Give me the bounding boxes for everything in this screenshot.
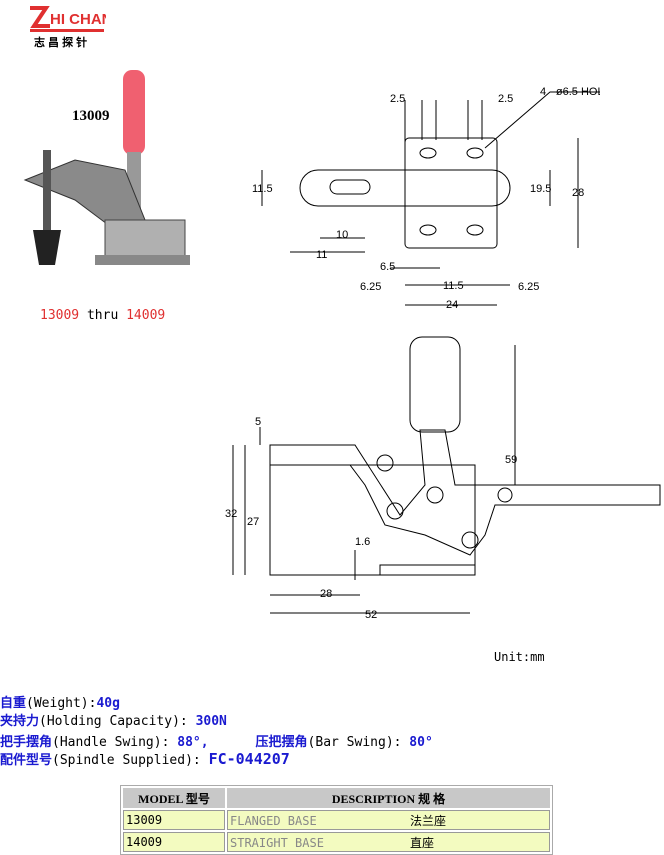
- dim-h1: 11.5: [252, 183, 273, 195]
- header-description: DESCRIPTION 规 格: [227, 788, 550, 808]
- dim-w3: 6.5: [380, 261, 395, 273]
- range-to: 14009: [126, 308, 166, 323]
- spec-value: 88°,: [177, 735, 209, 750]
- dim-28: 28: [320, 588, 332, 600]
- company-logo: HI CHANG 志 昌 探 针: [28, 4, 124, 50]
- dim-w4: 6.25: [360, 281, 381, 293]
- dim-27: 27: [247, 516, 259, 528]
- dim-a: 2.5: [390, 93, 405, 105]
- cell-model: 13009: [123, 810, 225, 830]
- svg-text:HI CHANG: HI CHANG: [50, 11, 106, 28]
- dim-b: 2.5: [498, 93, 513, 105]
- spec-label-cn: 自重: [0, 696, 27, 711]
- dim-52: 52: [365, 609, 377, 621]
- spec-label-cn: 配件型号: [0, 753, 53, 768]
- cell-model: 14009: [123, 832, 225, 852]
- spec-value: 40g: [96, 696, 120, 711]
- dim-holes: 4 - ø6.5 HOLES: [540, 86, 600, 98]
- unit-label: Unit:mm: [494, 650, 545, 664]
- desc-en: STRAIGHT BASE: [230, 835, 324, 850]
- dim-w1: 10: [336, 229, 348, 241]
- range-from: 13009: [40, 308, 80, 323]
- desc-cn: 法兰座: [410, 813, 447, 828]
- product-photo: [15, 70, 195, 285]
- dim-w5: 11.5: [443, 280, 464, 292]
- spec-spindle: 配件型号(Spindle Supplied): FC-044207: [0, 749, 290, 768]
- range-word: thru: [86, 308, 119, 323]
- spec-weight: 自重(Weight):40g: [0, 692, 120, 711]
- cell-description: FLANGED BASE 法兰座: [227, 810, 550, 830]
- spec-swing: 把手摆角(Handle Swing): 88°, 压把摆角(Bar Swing)…: [0, 731, 433, 750]
- dim-h2: 19.5: [530, 183, 551, 195]
- spec-label-en: (Holding Capacity):: [39, 714, 196, 729]
- product-number: 13009: [72, 108, 110, 124]
- desc-en: FLANGED BASE: [230, 813, 317, 828]
- spec-holding-capacity: 夹持力(Holding Capacity): 300N: [0, 710, 227, 729]
- spec-label-en: (Bar Swing):: [307, 735, 410, 750]
- spec-label-cn: 夹持力: [0, 714, 40, 729]
- top-view-drawing: 2.5 2.5 4 - ø6.5 HOLES 11.5 19.5 28 10 1…: [252, 86, 600, 310]
- dim-w2: 11: [316, 249, 327, 261]
- spec-label-cn: 压把摆角: [255, 735, 308, 750]
- table-row: 14009 STRAIGHT BASE 直座: [123, 832, 550, 852]
- dim-59: 59: [505, 454, 517, 466]
- dim-5: 5: [255, 416, 261, 428]
- dim-h3: 28: [572, 187, 584, 199]
- cell-description: STRAIGHT BASE 直座: [227, 832, 550, 852]
- dim-w6: 6.25: [518, 281, 539, 293]
- side-view-drawing: 5 59 32 27 1.6 28 52: [225, 336, 661, 621]
- spec-value: 80°: [409, 735, 433, 750]
- svg-text:志 昌 探 针: 志 昌 探 针: [34, 35, 87, 49]
- spec-label-en: (Weight):: [26, 696, 97, 711]
- desc-cn: 直座: [410, 835, 435, 850]
- dim-32: 32: [225, 508, 237, 520]
- table-row: 13009 FLANGED BASE 法兰座: [123, 810, 550, 830]
- spec-label-cn: 把手摆角: [0, 735, 53, 750]
- spec-value: FC-044207: [208, 750, 290, 768]
- spec-value: 300N: [195, 714, 227, 729]
- header-model: MODEL 型号: [123, 788, 225, 808]
- model-range: 13009 thru 14009: [40, 308, 165, 323]
- spec-label-en: (Spindle Supplied):: [52, 753, 209, 768]
- spec-label-en: (Handle Swing):: [52, 735, 178, 750]
- dim-1-6: 1.6: [355, 536, 370, 548]
- dim-w7: 24: [446, 299, 458, 310]
